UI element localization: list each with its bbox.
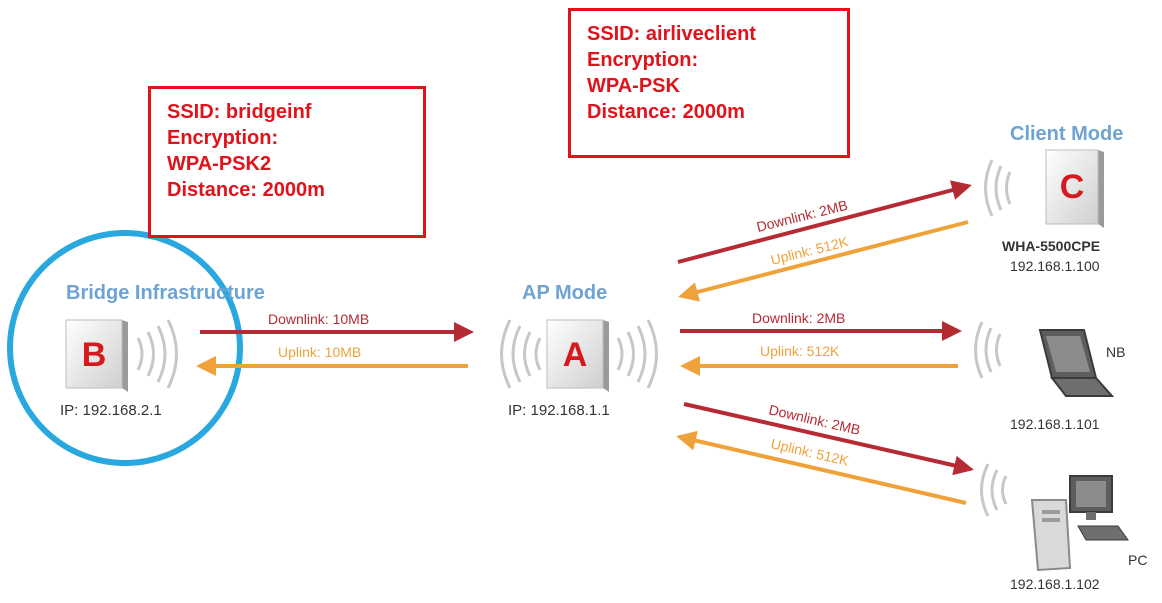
- wifi-waves-a-right-icon: [616, 319, 658, 389]
- bridge-encryption-label: Encryption:: [167, 127, 279, 149]
- bridge-distance: Distance: 2000m: [167, 179, 325, 201]
- ap-ssid: SSID: airliveclient: [587, 23, 756, 45]
- downlink-label-b-a: Downlink: 10MB: [268, 311, 369, 327]
- bridge-ssid: SSID: bridgeinf: [167, 101, 312, 123]
- wifi-waves-pc-icon: [980, 463, 1008, 517]
- wifi-waves-c-icon: [984, 159, 1012, 217]
- bridge-mode-title: Bridge Infrastructure: [66, 282, 265, 304]
- pc-icon: [1030, 475, 1129, 572]
- bridge-ip-label: IP: 192.168.2.1: [60, 402, 162, 419]
- nb-label: NB: [1106, 344, 1126, 360]
- ap-ip-label: IP: 192.168.1.1: [508, 402, 610, 419]
- client-mode-title: Client Mode: [1010, 123, 1124, 145]
- bridge-device-b: B: [65, 319, 128, 392]
- downlink-arrow-a-c: [677, 180, 972, 264]
- client-ip-label: 192.168.1.100: [1010, 258, 1100, 274]
- wifi-waves-a-left-icon: [500, 319, 542, 389]
- uplink-label-b-a: Uplink: 10MB: [278, 344, 361, 360]
- pc-label: PC: [1128, 552, 1148, 568]
- highlight-circle: [7, 230, 243, 466]
- ap-encryption-label: Encryption:: [587, 49, 699, 71]
- ap-letter: A: [563, 336, 588, 374]
- wifi-waves-b-right-icon: [136, 319, 178, 389]
- client-model-label: WHA-5500CPE: [1002, 238, 1101, 254]
- downlink-arrow-a-pc: [683, 402, 974, 476]
- ap-device-a: A: [546, 319, 609, 392]
- bridge-info-box: SSID: bridgeinf Encryption: WPA-PSK2 Dis…: [148, 86, 426, 238]
- uplink-label-a-nb: Uplink: 512K: [760, 343, 840, 359]
- bridge-encryption-value: WPA-PSK2: [167, 153, 272, 175]
- pc-ip-label: 192.168.1.102: [1010, 576, 1100, 592]
- uplink-arrow-c-a: [678, 220, 969, 302]
- nb-ip-label: 192.168.1.101: [1010, 416, 1100, 432]
- ap-mode-title: AP Mode: [522, 282, 608, 304]
- client-letter: C: [1060, 168, 1085, 206]
- client-device-c: C: [1045, 149, 1104, 228]
- downlink-label-a-nb: Downlink: 2MB: [752, 310, 845, 326]
- wifi-waves-nb-icon: [974, 321, 1002, 379]
- notebook-icon: [1038, 329, 1115, 397]
- ap-info-box: SSID: airliveclient Encryption: WPA-PSK …: [568, 8, 850, 158]
- uplink-arrow-pc-a: [676, 430, 967, 505]
- ap-encryption-value: WPA-PSK: [587, 75, 680, 97]
- ap-distance: Distance: 2000m: [587, 101, 745, 123]
- bridge-letter: B: [82, 336, 107, 374]
